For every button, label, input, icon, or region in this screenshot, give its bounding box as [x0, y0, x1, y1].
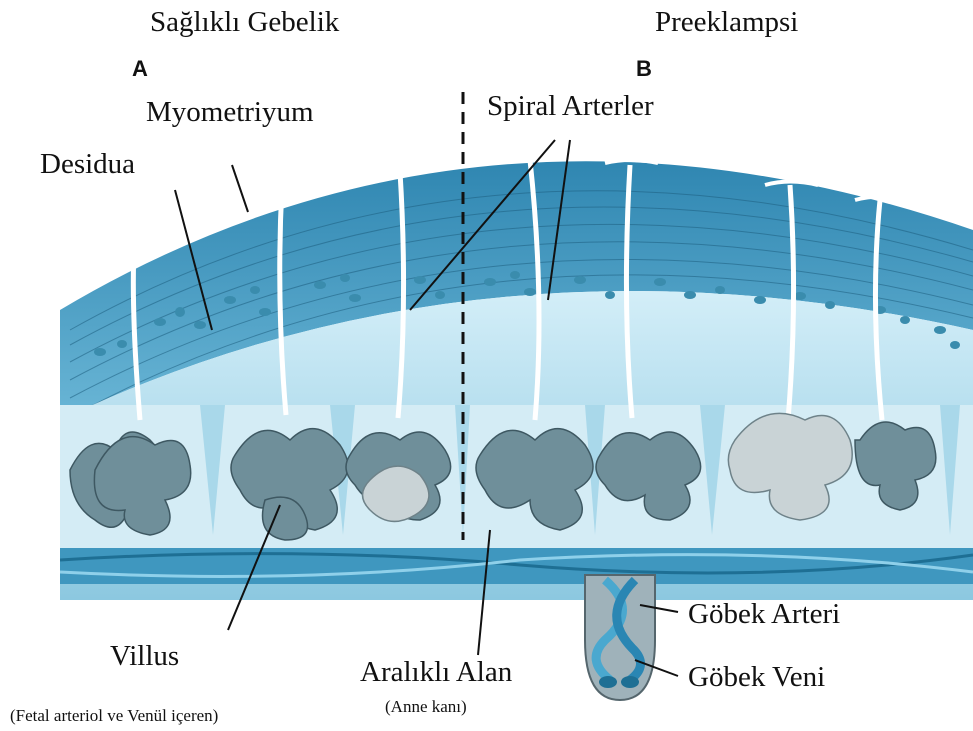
title-healthy-pregnancy: Sağlıklı Gebelik — [150, 8, 339, 37]
label-umbilical-artery: Göbek Arteri — [688, 600, 840, 629]
panel-label-a: A — [132, 58, 148, 80]
label-intervillous-note: (Anne kanı) — [385, 698, 467, 715]
label-umbilical-vein: Göbek Veni — [688, 663, 825, 692]
label-villus: Villus — [110, 642, 179, 671]
label-spiral-arteries: Spiral Arterler — [487, 92, 654, 121]
panel-label-b: B — [636, 58, 652, 80]
label-myometrium: Myometriyum — [146, 98, 314, 127]
title-preeclampsia: Preeklampsi — [655, 8, 798, 37]
umbilical-cord — [585, 575, 655, 700]
label-villus-note: (Fetal arteriol ve Venül içeren) — [10, 707, 218, 724]
label-decidua: Desidua — [40, 150, 135, 179]
label-intervillous-space: Aralıklı Alan — [360, 658, 512, 687]
